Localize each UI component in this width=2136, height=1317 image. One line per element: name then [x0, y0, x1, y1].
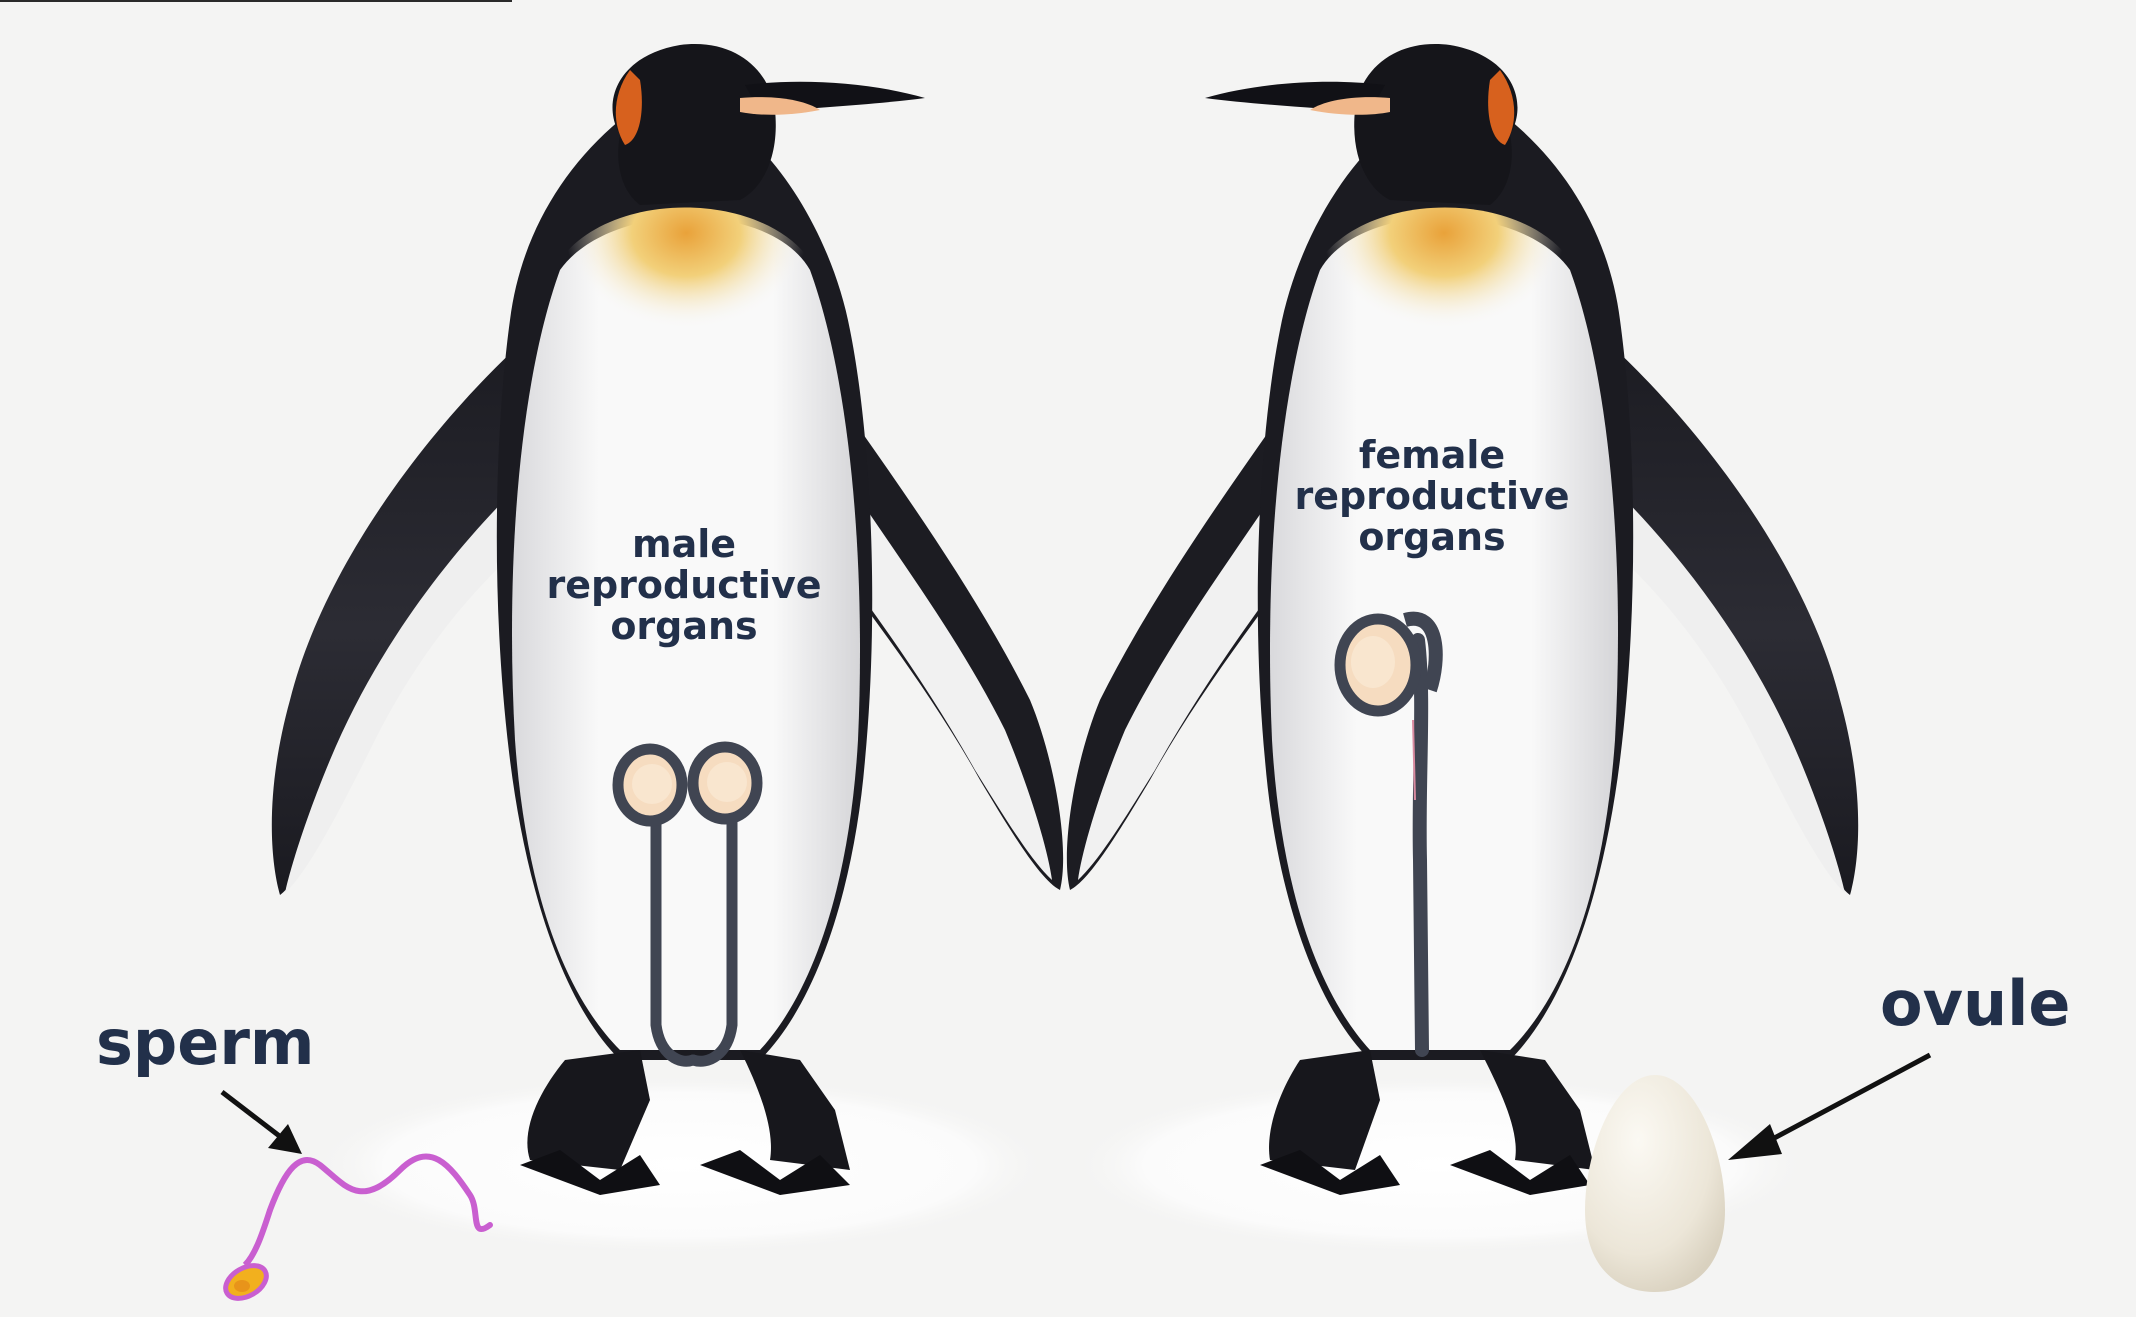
female-organs-label-line2: reproductive	[1267, 476, 1597, 517]
male-organs-label-line2: reproductive	[519, 565, 849, 606]
female-organs-label-line3: organs	[1267, 517, 1597, 558]
sperm-arrow	[222, 1092, 302, 1154]
male-organs-label-line3: organs	[519, 606, 849, 647]
female-penguin	[1067, 44, 1858, 1195]
ovule-label: ovule	[1880, 969, 2070, 1039]
female-organs-label: female reproductive organs	[1267, 435, 1597, 558]
male-organs-label: male reproductive organs	[519, 524, 849, 647]
male-organs-label-line1: male	[519, 524, 849, 565]
female-organs-label-line1: female	[1267, 435, 1597, 476]
ovule-arrow	[1728, 1055, 1930, 1160]
ground-shadow-male	[310, 1075, 1050, 1255]
sperm-label: sperm	[96, 1008, 315, 1078]
